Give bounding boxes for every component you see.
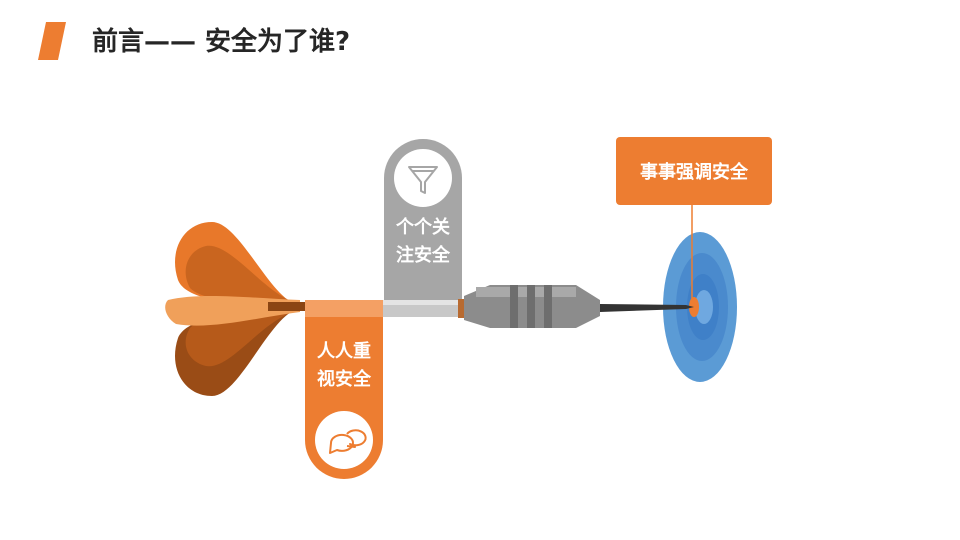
funnel-icon [408, 166, 438, 194]
dart-barrel [464, 285, 600, 328]
dart-shaft-brown [268, 302, 308, 311]
chat-bubbles-icon [329, 429, 367, 454]
title-accent-bar [38, 22, 66, 60]
dart-flights [165, 222, 300, 396]
grey-tab-label-line2: 注安全 [396, 245, 450, 266]
orange-tab-label: 人人重 视安全 [305, 338, 383, 394]
orange-tab [305, 305, 383, 479]
orange-tab-label-line1: 人人重 [317, 341, 371, 362]
dart-shaft-orange [305, 300, 383, 317]
target-board [663, 232, 737, 382]
grey-tab-label: 个个关 注安全 [384, 214, 462, 270]
target-label-box [616, 137, 772, 205]
orange-tab-label-line2: 视安全 [317, 369, 371, 390]
target-label-text: 事事强调安全 [640, 162, 748, 183]
page-title: 前言—— 安全为了谁? [92, 27, 351, 57]
grey-tab [384, 139, 462, 310]
dart-needle [600, 304, 694, 312]
grey-tab-label-line1: 个个关 [396, 217, 450, 238]
